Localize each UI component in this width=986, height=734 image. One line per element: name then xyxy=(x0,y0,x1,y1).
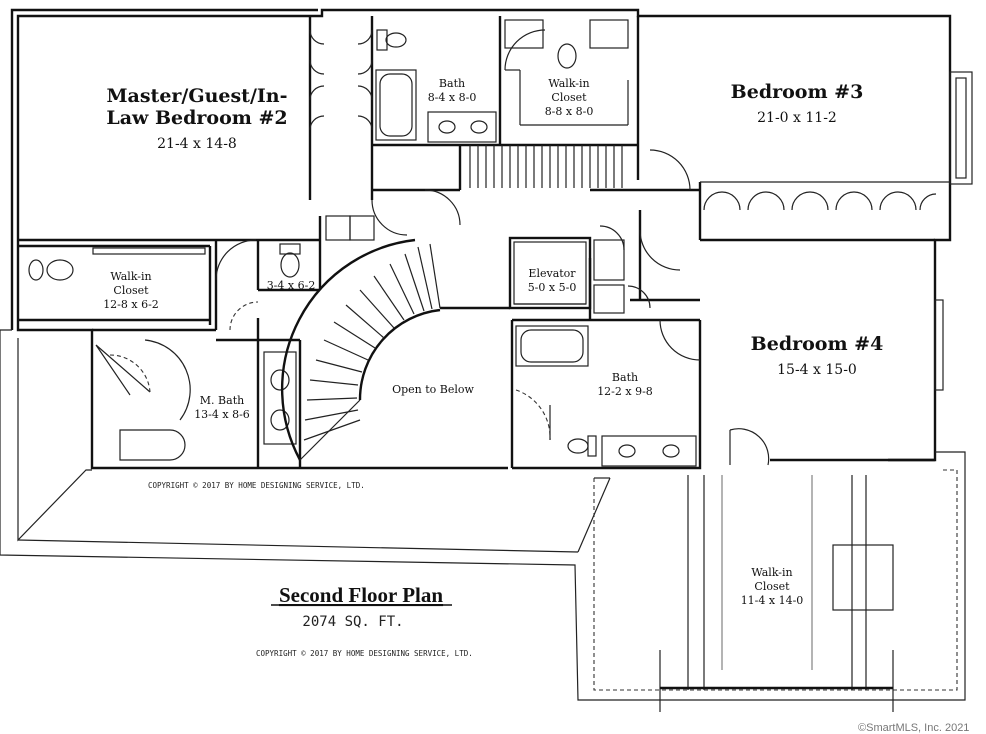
upper-walkin-label-line1: Walk-in xyxy=(548,77,589,90)
mbath-label: M. Bath xyxy=(200,394,244,407)
captions: COPYRIGHT © 2017 BY HOME DESIGNING SERVI… xyxy=(148,481,969,734)
master-bedroom-label-line1: Master/Guest/In- xyxy=(107,85,288,107)
upper-bath-label: Bath xyxy=(439,77,465,90)
room-labels: Master/Guest/In- Law Bedroom #2 21-4 x 1… xyxy=(103,77,883,607)
elevator-label: Elevator xyxy=(528,267,576,280)
middle-bath-size: 12-2 x 9-8 xyxy=(597,385,653,398)
mls-credit: ©SmartMLS, Inc. 2021 xyxy=(858,722,969,734)
fixtures xyxy=(28,19,973,467)
copyright-top: COPYRIGHT © 2017 BY HOME DESIGNING SERVI… xyxy=(148,481,365,490)
roof-outline xyxy=(0,329,966,701)
lower-walkin-label-line2: Closet xyxy=(754,580,790,593)
master-bedroom-label-line2: Law Bedroom #2 xyxy=(106,107,287,129)
wc-size: 3-4 x 6-2 xyxy=(267,279,316,292)
middle-bath-label: Bath xyxy=(612,371,638,384)
bedroom3-size: 21-0 x 11-2 xyxy=(757,110,837,126)
left-walkin-label-line1: Walk-in xyxy=(110,270,151,283)
upper-bath-size: 8-4 x 8-0 xyxy=(428,91,477,104)
upper-walkin-size: 8-8 x 8-0 xyxy=(545,105,594,118)
upper-walkin-label-line2: Closet xyxy=(551,91,587,104)
elevator-size: 5-0 x 5-0 xyxy=(528,281,577,294)
master-bedroom-size: 21-4 x 14-8 xyxy=(157,136,237,152)
lower-walkin-size: 11-4 x 14-0 xyxy=(741,594,804,607)
mbath-size: 13-4 x 8-6 xyxy=(194,408,250,421)
bedroom4-label: Bedroom #4 xyxy=(751,333,884,355)
bedroom4-size: 15-4 x 15-0 xyxy=(777,362,857,378)
square-footage: 2074 SQ. FT. xyxy=(302,614,403,630)
interior-walls xyxy=(18,16,935,712)
open-to-below-label: Open to Below xyxy=(392,383,474,396)
left-walkin-label-line2: Closet xyxy=(113,284,149,297)
copyright-bottom: COPYRIGHT © 2017 BY HOME DESIGNING SERVI… xyxy=(256,649,473,658)
bedroom3-label: Bedroom #3 xyxy=(731,81,864,103)
lower-walkin-label-line1: Walk-in xyxy=(751,566,792,579)
left-walkin-size: 12-8 x 6-2 xyxy=(103,298,159,311)
plan-title: Second Floor Plan xyxy=(279,583,443,607)
